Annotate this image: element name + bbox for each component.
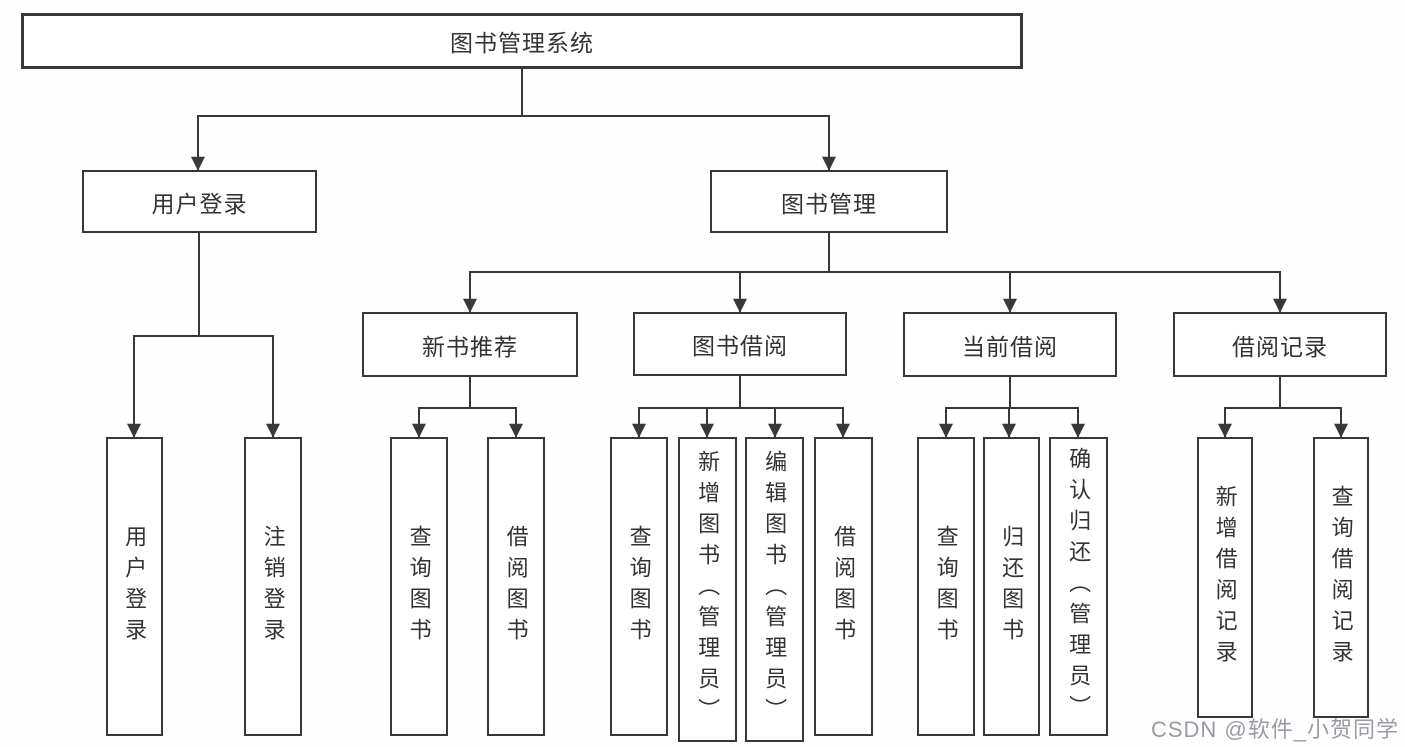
node-new-book-recommend: 新书推荐 — [362, 312, 578, 377]
leaf-query-books-borrow: 查询图书 — [610, 437, 668, 736]
leaf-query-books-recommend: 查询图书 — [390, 437, 448, 736]
leaf-label: 确认归还（管理员） — [1066, 447, 1092, 726]
leaf-add-books-admin: 新增图书（管理员） — [678, 437, 737, 742]
node-label: 图书管理 — [781, 190, 877, 217]
csdn-watermark: CSDN @软件_小贺同学 — [1150, 717, 1399, 742]
leaf-borrow-books: 借阅图书 — [814, 437, 873, 736]
node-label: 借阅记录 — [1232, 333, 1328, 360]
leaf-borrow-books-recommend: 借阅图书 — [487, 437, 545, 736]
leaf-label: 查询图书 — [406, 524, 432, 649]
leaf-user-login: 用户登录 — [106, 437, 163, 736]
leaf-label: 注销登录 — [260, 524, 286, 649]
node-label: 用户登录 — [151, 190, 248, 217]
leaf-label: 编辑图书（管理员） — [762, 450, 788, 729]
node-library-management-system: 图书管理系统 — [21, 13, 1023, 69]
leaf-label: 归还图书 — [999, 524, 1025, 649]
node-user-login: 用户登录 — [82, 170, 317, 233]
leaf-logout: 注销登录 — [244, 437, 302, 736]
leaf-query-borrow-record: 查询借阅记录 — [1313, 437, 1369, 718]
leaf-confirm-return-admin: 确认归还（管理员） — [1049, 437, 1108, 736]
leaf-add-borrow-record: 新增借阅记录 — [1197, 437, 1253, 718]
leaf-label: 查询图书 — [933, 524, 959, 649]
node-book-management: 图书管理 — [710, 170, 948, 233]
leaf-query-books-current: 查询图书 — [917, 437, 975, 736]
node-label: 图书管理系统 — [450, 30, 594, 56]
leaf-label: 借阅图书 — [831, 524, 857, 649]
node-label: 图书借阅 — [692, 333, 788, 359]
leaf-label: 新增图书（管理员） — [695, 450, 721, 729]
leaf-label: 查询图书 — [626, 524, 652, 649]
leaf-label: 借阅图书 — [503, 524, 529, 649]
node-book-borrow: 图书借阅 — [633, 312, 847, 376]
leaf-label: 查询借阅记录 — [1328, 484, 1354, 671]
node-current-borrow: 当前借阅 — [903, 312, 1117, 377]
leaf-return-books: 归还图书 — [983, 437, 1040, 736]
node-borrow-records: 借阅记录 — [1173, 312, 1387, 377]
leaf-label: 用户登录 — [122, 524, 148, 649]
node-label: 新书推荐 — [422, 333, 518, 360]
leaf-edit-books-admin: 编辑图书（管理员） — [745, 437, 804, 742]
leaf-label: 新增借阅记录 — [1212, 484, 1238, 671]
node-label: 当前借阅 — [962, 333, 1058, 360]
